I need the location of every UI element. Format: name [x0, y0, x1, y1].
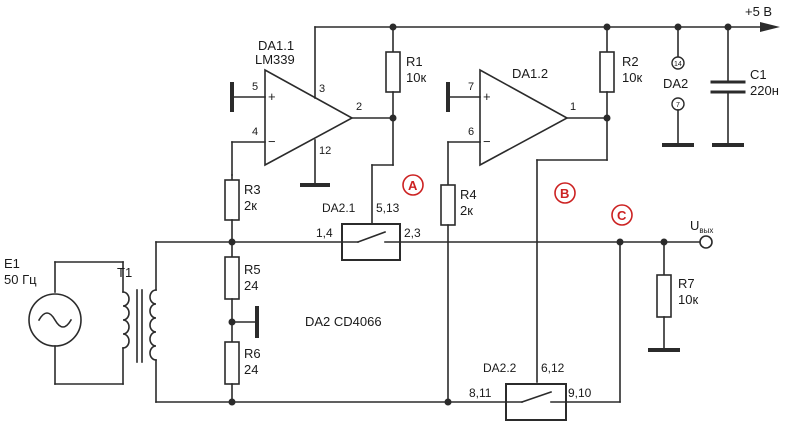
wire-b	[536, 117, 608, 383]
r3-name: R3	[244, 182, 261, 197]
r6-name: R6	[244, 346, 261, 361]
marker-c: C	[611, 204, 633, 226]
resistor-r7	[648, 241, 680, 352]
t1-name: T1	[117, 265, 132, 280]
c1-value: 220н	[750, 83, 779, 98]
bottom-line	[155, 398, 621, 406]
source-e1	[28, 261, 124, 385]
supply-rail	[314, 22, 780, 32]
resistor-r6	[224, 341, 240, 403]
da12-minus: −	[483, 134, 491, 149]
r1-value: 10к	[406, 70, 426, 85]
capacitor-c1	[710, 26, 746, 147]
da22-pins-left: 8,11	[469, 386, 492, 400]
e1-freq: 50 Гц	[4, 272, 37, 287]
da12-pin-noninv: 7	[468, 81, 474, 93]
da21-pins-left: 1,4	[316, 226, 333, 240]
da11-pin-vcc: 3	[319, 83, 325, 95]
da12-name: DA1.2	[512, 66, 548, 81]
da21-pins-right: 2,3	[404, 226, 421, 240]
signal-line	[155, 238, 701, 246]
wire-a	[371, 117, 394, 225]
r7-value: 10к	[678, 292, 698, 307]
da22-pins-right: 9,10	[568, 386, 592, 400]
da11-minus: −	[268, 134, 276, 149]
r1-name: R1	[406, 54, 423, 69]
da11-plus: +	[268, 89, 276, 104]
c1-name: C1	[750, 67, 767, 82]
r5-name: R5	[244, 262, 261, 277]
transformer-t1	[122, 241, 157, 403]
e1-name: E1	[4, 256, 20, 271]
supply-label: +5 В	[745, 4, 772, 19]
switch-da2-2	[505, 383, 567, 421]
marker-c-label: C	[617, 208, 627, 223]
da2-note: DA2 CD4066	[305, 314, 382, 329]
r5-value: 24	[244, 278, 258, 293]
r6-value: 24	[244, 362, 258, 377]
r3-value: 2к	[244, 198, 257, 213]
output-label: Uвых	[690, 218, 713, 235]
resistor-r4	[440, 184, 456, 403]
comparator-da1-1	[230, 26, 397, 187]
da21-pins-ctrl: 5,13	[376, 201, 400, 215]
marker-b: B	[554, 182, 576, 204]
marker-a-label: A	[408, 178, 418, 193]
comparator-da1-2	[446, 68, 611, 186]
marker-a: A	[402, 174, 424, 196]
da12-pin-inv: 6	[468, 126, 474, 138]
marker-b-label: B	[560, 186, 569, 201]
r4-name: R4	[460, 187, 477, 202]
resistor-r5	[224, 241, 259, 343]
da12-plus: +	[483, 89, 491, 104]
da11-pin-noninv: 5	[252, 81, 258, 93]
r2-name: R2	[622, 54, 639, 69]
da2-power	[662, 26, 694, 147]
da11-name: DA1.1	[258, 38, 294, 53]
resistor-r1	[385, 26, 401, 119]
da11-pin-gnd: 12	[319, 145, 331, 157]
da12-pin-out: 1	[570, 101, 576, 113]
da2-pin-bottom: 7	[676, 102, 680, 109]
da11-part: LM339	[255, 52, 295, 67]
da2-pin-top: 14	[674, 61, 682, 68]
r4-value: 2к	[460, 203, 473, 218]
da11-pin-out: 2	[356, 101, 362, 113]
da11-pin-inv: 4	[252, 126, 258, 138]
resistor-r2	[599, 26, 615, 119]
da21-name: DA2.1	[322, 201, 356, 215]
da22-pins-ctrl: 6,12	[541, 361, 565, 375]
da2-power-name: DA2	[663, 76, 688, 91]
resistor-r3	[224, 174, 240, 243]
switch-da2-1	[341, 223, 401, 261]
r7-name: R7	[678, 276, 695, 291]
r2-value: 10к	[622, 70, 642, 85]
output-terminal	[699, 235, 713, 249]
da22-name: DA2.2	[483, 361, 517, 375]
